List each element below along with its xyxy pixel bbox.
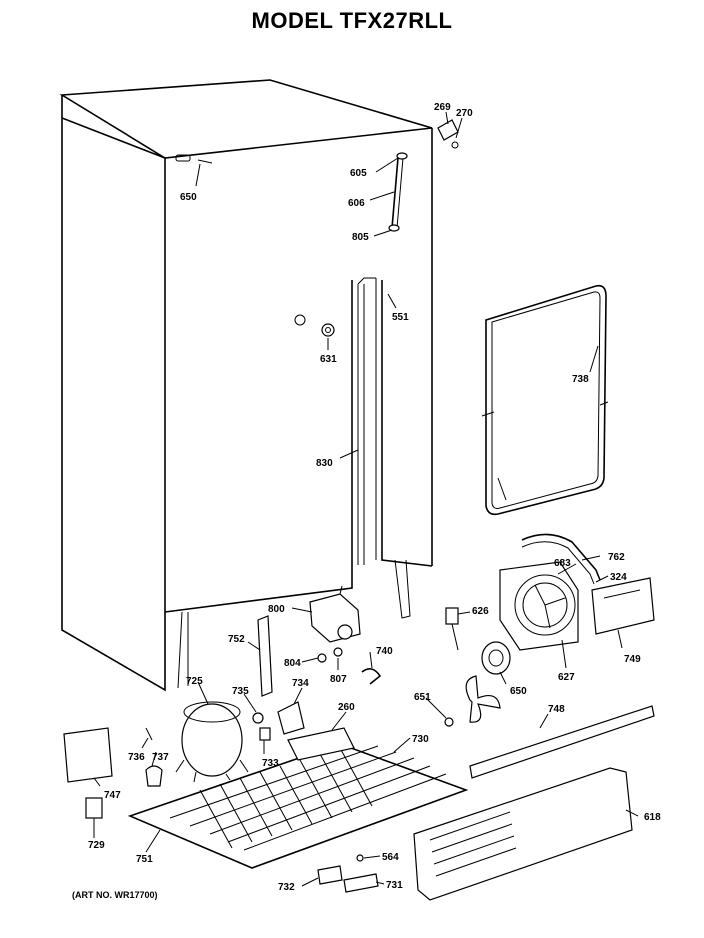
label-725: 725 (186, 676, 203, 687)
door-gasket (481, 284, 609, 516)
label-564: 564 (382, 852, 399, 863)
label-736: 736 (128, 752, 145, 763)
label-800: 800 (268, 604, 285, 615)
label-732: 732 (278, 882, 295, 893)
connector (445, 607, 459, 651)
water-valve (309, 585, 361, 663)
label-683: 683 (554, 558, 571, 569)
label-752: 752 (228, 634, 245, 645)
diagram-title: MODEL TFX27RLL (251, 8, 453, 33)
screw (145, 727, 153, 741)
cabinet (59, 79, 433, 692)
relay (259, 727, 271, 741)
hinge-part (437, 119, 459, 149)
label-551: 551 (392, 312, 409, 323)
label-731: 731 (386, 880, 403, 891)
label-631: 631 (320, 354, 337, 365)
grommet (252, 712, 264, 724)
label-260: 260 (338, 702, 355, 713)
overload-cover (277, 701, 305, 735)
hinge-pin-cover (317, 865, 343, 885)
label-730: 730 (412, 734, 429, 745)
label-729: 729 (88, 840, 105, 851)
capacitor (85, 797, 103, 819)
label-807: 807 (330, 674, 347, 685)
drain-pan (287, 727, 355, 761)
label-605: 605 (350, 168, 367, 179)
label-618: 618 (644, 812, 661, 823)
label-737: 737 (152, 752, 169, 763)
label-804: 804 (284, 658, 301, 669)
electrical-box (63, 727, 113, 783)
label-735: 735 (232, 686, 249, 697)
label-269: 269 (434, 102, 451, 113)
label-651: 651 (414, 692, 431, 703)
mullion-strip (357, 277, 377, 565)
label-751: 751 (136, 854, 153, 865)
label-748: 748 (548, 704, 565, 715)
clip (361, 668, 382, 685)
label-324: 324 (610, 572, 627, 583)
drain-tube (521, 533, 601, 585)
condenser-coil (127, 743, 469, 869)
label-733: 733 (262, 758, 279, 769)
part-labels: 269 270 605 606 805 650 551 631 738 830 … (88, 102, 661, 893)
label-650-top: 650 (180, 192, 197, 203)
water-tube (388, 152, 408, 232)
fan-motor (481, 641, 511, 675)
label-749: 749 (624, 654, 641, 665)
label-747: 747 (104, 790, 121, 801)
fan-blade (444, 675, 501, 727)
control-board (591, 577, 655, 635)
screw-564 (356, 854, 364, 862)
label-606: 606 (348, 198, 365, 209)
mounting-bracket (257, 615, 273, 697)
label-738: 738 (572, 374, 589, 385)
label-734: 734 (292, 678, 309, 689)
front-rail (469, 705, 655, 779)
label-830: 830 (316, 458, 333, 469)
label-740: 740 (376, 646, 393, 657)
fan-bracket (499, 561, 579, 651)
label-627: 627 (558, 672, 575, 683)
label-626: 626 (472, 606, 489, 617)
label-762: 762 (608, 552, 625, 563)
label-270: 270 (456, 108, 473, 119)
label-805: 805 (352, 232, 369, 243)
grille (413, 767, 633, 901)
compressor (175, 701, 249, 783)
leader-lines (93, 111, 639, 887)
art-number: (ART NO. WR17700) (72, 890, 158, 900)
cap-part (145, 765, 163, 787)
bottom-bracket (343, 873, 379, 893)
label-650: 650 (510, 686, 527, 697)
